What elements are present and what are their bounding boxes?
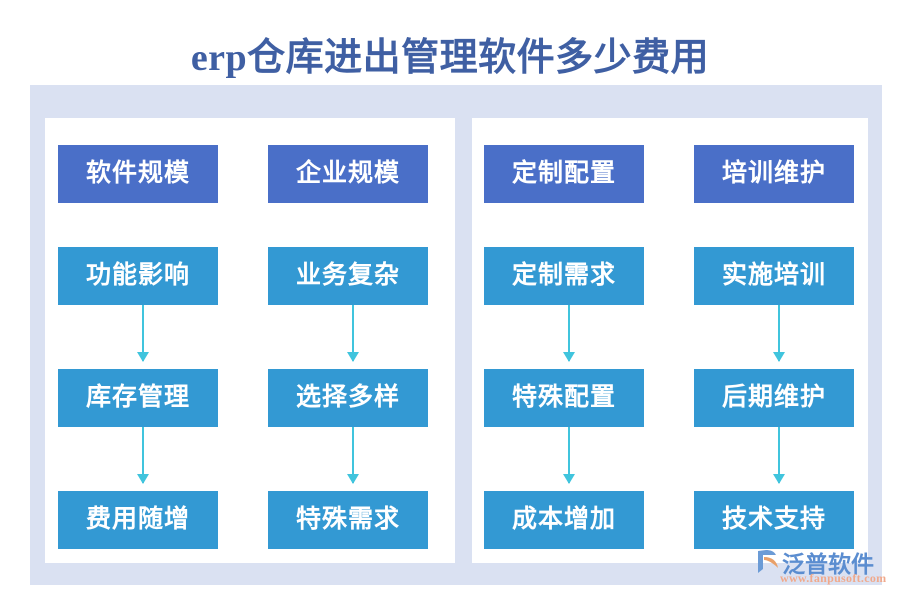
flow-node-box[interactable]: 定制需求 bbox=[484, 247, 644, 305]
column-header-box[interactable]: 软件规模 bbox=[58, 145, 218, 203]
column-header-box[interactable]: 企业规模 bbox=[268, 145, 428, 203]
flow-node-box[interactable]: 实施培训 bbox=[694, 247, 854, 305]
flow-node-box[interactable]: 功能影响 bbox=[58, 247, 218, 305]
arrow-down-icon bbox=[136, 427, 150, 484]
arrow-down-icon bbox=[346, 305, 360, 362]
flow-node-box[interactable]: 库存管理 bbox=[58, 369, 218, 427]
arrow-down-icon bbox=[136, 305, 150, 362]
page-title: erp仓库进出管理软件多少费用 bbox=[190, 37, 710, 79]
logo: 泛普软件 www.fanpusoft.com bbox=[752, 545, 892, 593]
column-header-box[interactable]: 培训维护 bbox=[694, 145, 854, 203]
flow-node-box[interactable]: 成本增加 bbox=[484, 491, 644, 549]
flow-node-box[interactable]: 特殊配置 bbox=[484, 369, 644, 427]
arrow-down-icon bbox=[562, 305, 576, 362]
flow-node-box[interactable]: 费用随增 bbox=[58, 491, 218, 549]
flow-node-box[interactable]: 技术支持 bbox=[694, 491, 854, 549]
logo-brand: 泛普软件 bbox=[782, 552, 874, 577]
column-header-box[interactable]: 定制配置 bbox=[484, 145, 644, 203]
arrow-down-icon bbox=[346, 427, 360, 484]
flow-node-box[interactable]: 选择多样 bbox=[268, 369, 428, 427]
flow-node-box[interactable]: 业务复杂 bbox=[268, 247, 428, 305]
fanpu-logo-icon bbox=[752, 547, 782, 577]
arrow-down-icon bbox=[772, 305, 786, 362]
flow-node-box[interactable]: 特殊需求 bbox=[268, 491, 428, 549]
logo-url: www.fanpusoft.com bbox=[780, 571, 887, 585]
arrow-down-icon bbox=[562, 427, 576, 484]
flow-node-box[interactable]: 后期维护 bbox=[694, 369, 854, 427]
arrow-down-icon bbox=[772, 427, 786, 484]
